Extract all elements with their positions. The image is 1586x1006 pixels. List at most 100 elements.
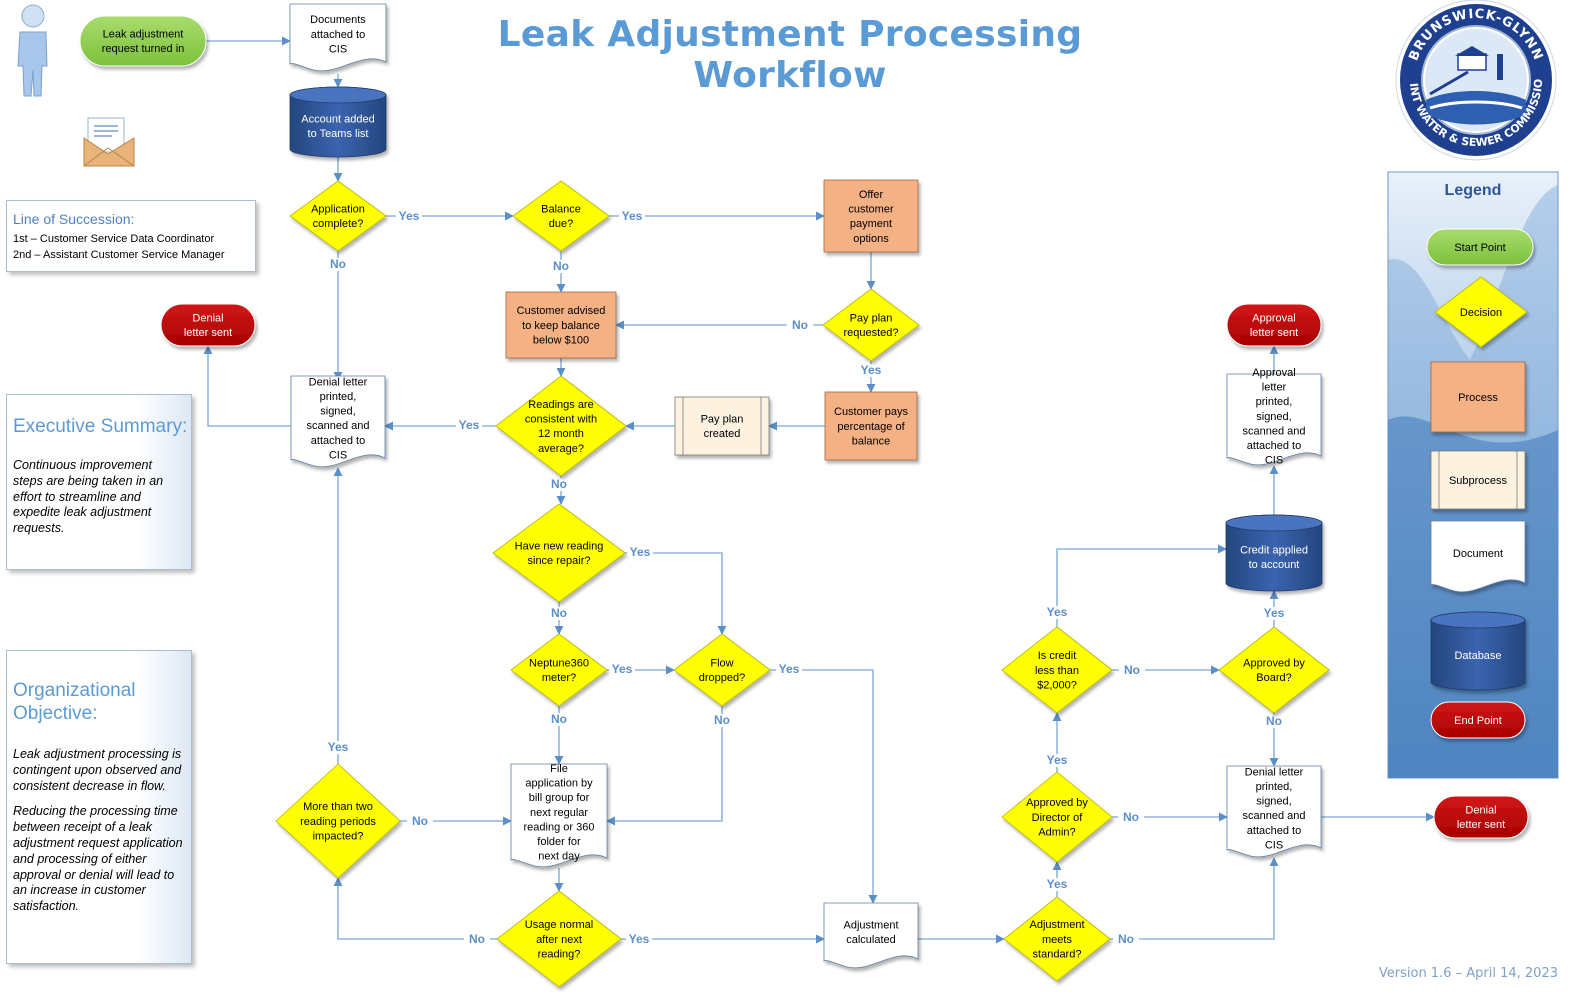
version-label: Version 1.6 – April 14, 2023 [1378,966,1558,981]
legend-subprocess-label: Subprocess [1449,475,1508,487]
legend-start-point-label: Start Point [1454,242,1505,254]
balance-due-decision-shape [512,180,610,252]
no-label-13: No [551,712,567,726]
yes-label-22: Yes [1047,753,1068,767]
denial-end-point-1-shape [160,303,256,347]
connector-31 [1056,544,1227,627]
approval-end-point-shape [1226,303,1322,347]
legend-decision: Decision [1434,276,1528,348]
no-label-4: No [553,259,569,273]
legend-document-label: Document [1453,548,1503,560]
organizational-objective-heading: Organizational Objective: [13,680,136,724]
executive-summary-panel: Executive Summary: Continuous improvemen… [6,394,192,570]
executive-summary-heading: Executive Summary: [13,416,188,437]
legend-process-shape [1430,361,1526,433]
credit-less-decision-shape [1001,626,1113,714]
connector-15 [203,345,291,427]
legend-decision-shape [1434,276,1528,348]
pay-plan-created-subprocess-shape [674,396,770,456]
legend-database-label: Database [1454,650,1501,662]
connector-22 [770,669,878,904]
succession-second: 2nd – Assistant Customer Service Manager [13,249,225,261]
no-label-19: No [1118,932,1134,946]
connector-21 [606,706,723,826]
succession-first: 1st – Customer Service Data Coordinator [13,233,215,245]
legend-database: Database [1430,611,1526,691]
legend-start-point: Start Point [1426,228,1534,266]
person-icon [17,4,48,97]
application-complete-decision-shape [289,180,387,252]
flow-dropped-decision-shape [673,633,771,707]
no-label-21: No [1123,810,1139,824]
yes-label-12: Yes [779,662,800,676]
yes-label-7: Yes [459,418,480,432]
legend-subprocess-shape [1430,450,1526,510]
line-of-succession-heading: Line of Succession: [13,211,135,227]
readings-consistent-decision-shape [495,375,627,477]
adjustment-meets-decision-shape [1003,896,1111,982]
yes-label-16: Yes [328,740,349,754]
no-label-15: No [412,814,428,828]
organizational-objective-panel: Organizational Objective: Leak adjustmen… [6,650,192,964]
offer-options-process-shape [823,179,919,253]
yes-label-6: Yes [861,363,882,377]
documents-attached-doc-shape [289,3,387,72]
yes-label-3: Yes [622,209,643,223]
page-title: Leak Adjustment Processing Workflow [497,14,1083,96]
legend-decision-label: Decision [1460,307,1502,319]
pay-plan-requested-decision-shape [822,288,920,362]
approved-director-decision-shape [1001,771,1113,863]
no-label-17: No [469,932,485,946]
no-label-23: No [1124,663,1140,677]
yes-label-11: Yes [612,662,633,676]
objective-paragraph-1: Leak adjustment processing is contingent… [13,747,182,793]
usage-normal-decision-shape [496,890,622,988]
yes-label-9: Yes [630,545,651,559]
no-label-26: No [1266,714,1282,728]
approval-letter-doc-shape [1226,373,1322,466]
legend-end-point-label: End Point [1454,715,1502,727]
legend-process-label: Process [1458,392,1498,404]
legend-subprocess: Subprocess [1430,450,1526,510]
line-of-succession-panel: Line of Succession: 1st – Customer Servi… [6,200,256,272]
denial-letter-doc-1-shape [290,375,386,468]
yes-label-20: Yes [1047,877,1068,891]
organizational-objective-body: Leak adjustment processing is contingent… [13,747,183,915]
